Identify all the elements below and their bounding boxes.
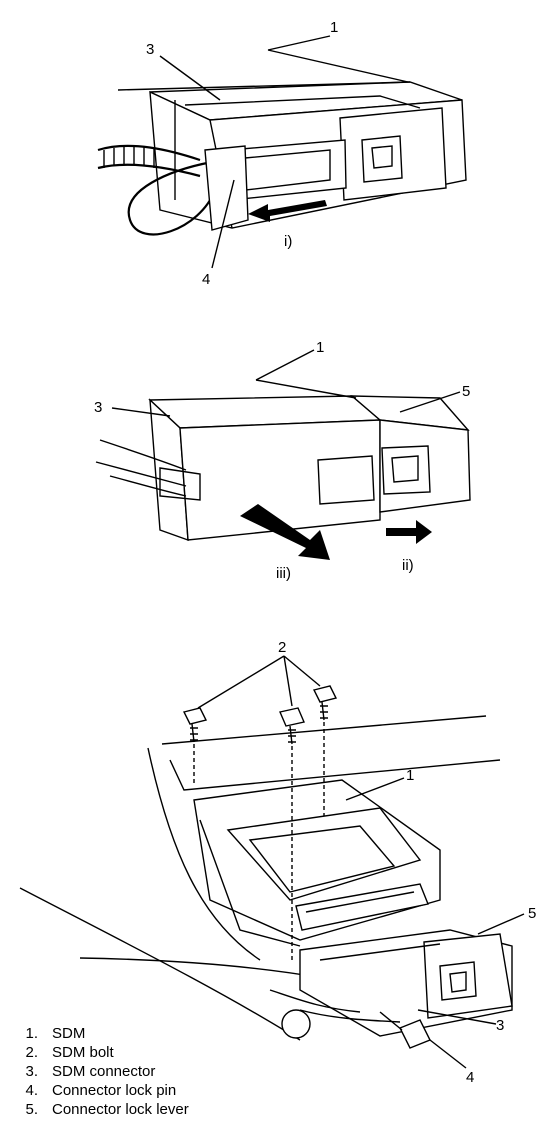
lock-lever: [317, 455, 375, 505]
callout-3: 3: [94, 399, 102, 416]
legend-item: 4. Connector lock pin: [14, 1081, 189, 1100]
legend-number: 5.: [25, 1101, 38, 1118]
legend-number: 3.: [25, 1063, 38, 1080]
figure-2: 1 3 5 iii) ii): [94, 339, 471, 582]
legend-text: SDM connector: [52, 1063, 156, 1080]
legend: 1. SDM 2. SDM bolt 3. SDM connector 4. C…: [14, 1024, 189, 1119]
wire-harness: [99, 439, 187, 471]
legend-item: 2. SDM bolt: [14, 1043, 189, 1062]
legend-text: SDM bolt: [52, 1044, 114, 1061]
legend-text: Connector lock lever: [52, 1101, 189, 1118]
callout-3: 3: [496, 1017, 504, 1034]
callout-1: 1: [406, 767, 414, 784]
wire-harness: [269, 989, 361, 1013]
callout-3: 3: [146, 41, 154, 58]
step-i-label: i): [284, 233, 292, 250]
figure-1: 1 3 4 i): [97, 19, 467, 288]
legend-item: 3. SDM connector: [14, 1062, 189, 1081]
legend-text: Connector lock pin: [52, 1082, 177, 1099]
sdm-top-edge: [117, 81, 411, 91]
lock-lever: [361, 135, 403, 183]
callout-5: 5: [528, 905, 536, 922]
figure-3: 2 1 5 3 4: [19, 639, 536, 1086]
callout-4: 4: [466, 1069, 474, 1086]
sdm-bolt: [279, 707, 305, 745]
step-iii-label: iii): [276, 565, 291, 582]
lock-pin: [127, 160, 217, 236]
arrow-iii: [240, 504, 330, 560]
arrow-i: [248, 200, 327, 222]
arrow-ii: [386, 520, 432, 544]
sdm-bolt: [182, 707, 208, 743]
callout-4: 4: [202, 271, 210, 288]
legend-number: 2.: [25, 1044, 38, 1061]
callout-5: 5: [462, 383, 470, 400]
legend-number: 1.: [25, 1025, 38, 1042]
callout-1: 1: [316, 339, 324, 356]
wire-harness: [97, 144, 201, 162]
callout-1: 1: [330, 19, 338, 36]
sdm-bolt: [312, 685, 338, 721]
step-ii-label: ii): [402, 557, 414, 574]
floor-panel: [147, 747, 261, 961]
grommet: [281, 1009, 311, 1039]
lock-lever: [439, 961, 477, 1001]
legend-text: SDM: [52, 1025, 86, 1042]
legend-number: 4.: [25, 1082, 38, 1099]
legend-item: 1. SDM: [14, 1024, 189, 1043]
callout-2: 2: [278, 639, 286, 656]
legend-item: 5. Connector lock lever: [14, 1100, 189, 1119]
sdm-connector: [179, 419, 381, 541]
